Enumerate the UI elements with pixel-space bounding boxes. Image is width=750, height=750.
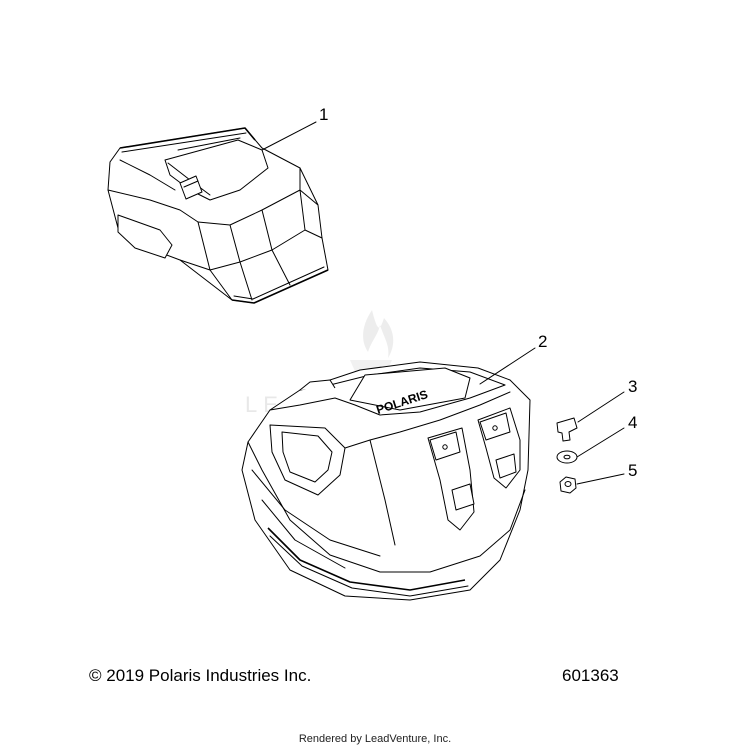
callout-5: 5 [628,461,637,480]
callout-1: 1 [319,105,328,124]
part-3-clip [556,417,578,442]
copyright-notice: © 2019 Polaris Industries Inc. [89,666,312,685]
leader-lines [261,121,625,485]
callout-2: 2 [538,332,547,351]
rendered-by-credit: Rendered by LeadVenture, Inc. [298,733,452,745]
part-5-nut [559,476,577,494]
part-1-cover [107,127,329,304]
part-2-storage-box: POLARIS [241,361,531,601]
diagram-number: 601363 [562,666,619,685]
callout-3: 3 [628,377,637,396]
callout-4: 4 [628,413,637,432]
part-4-washer [556,450,578,464]
